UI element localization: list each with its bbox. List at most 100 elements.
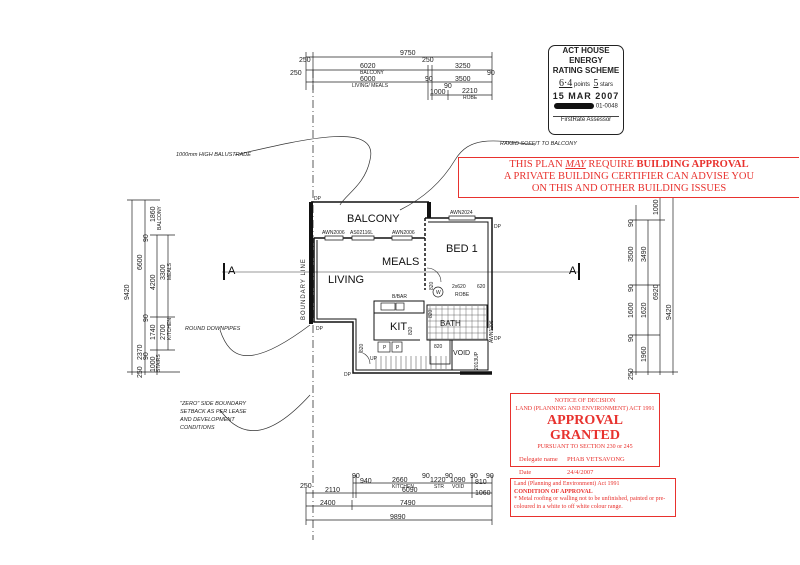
sink-icon — [380, 302, 396, 311]
room-bath: BATH — [440, 319, 461, 328]
label-robe: ROBE — [455, 292, 470, 298]
dim-right-3500: 3500 — [628, 246, 635, 262]
dim-left-1740: 1740 — [150, 324, 157, 340]
dim-bot-void: VOID — [452, 484, 465, 490]
dim-bot-90a: 90 — [352, 473, 360, 480]
notice-line-2: A PRIVATE BUILDING CERTIFIER CAN ADVISE … — [503, 171, 755, 182]
dim-top-250b: 250 — [422, 57, 434, 64]
dp-3: DP — [316, 326, 324, 332]
label-robe-dim2: 620 — [477, 284, 486, 290]
dim-left-90c: 90 — [143, 352, 150, 360]
door-820-a: 820 — [429, 281, 435, 290]
stamp-points-value: 6·4 — [558, 78, 573, 89]
dim-top-overall: 9750 — [400, 50, 416, 57]
label-robe-dim1: 2x620 — [452, 284, 466, 290]
cooktop-icon — [395, 302, 405, 311]
dim-left-2370: 2370 — [137, 344, 144, 360]
dim-bot-7490: 7490 — [400, 500, 416, 507]
dim-left-1860: 1860 — [150, 206, 157, 222]
window-as02116l: AS02116L — [350, 230, 373, 236]
dim-top-2210: 2210 — [462, 88, 478, 95]
door-820-e: 820 — [434, 344, 443, 350]
door-swing-entry — [357, 351, 371, 365]
decision-act: LAND (PLANNING AND ENVIRONMENT) ACT 1991 — [515, 406, 655, 412]
dim-bot-2110: 2110 — [325, 487, 340, 494]
dim-top-balcony: BALCONY — [360, 70, 385, 76]
dim-right-90a: 90 — [628, 219, 635, 227]
notice-mid: REQUIRE — [585, 159, 637, 170]
pantry-2 — [391, 341, 403, 353]
leader-lines — [219, 136, 536, 431]
dim-left-2700: 2700 — [160, 324, 167, 340]
stamp-ref: 01-0048 — [595, 103, 618, 110]
dim-right-3490: 3490 — [641, 246, 648, 262]
stamp-date: 15 MAR 2007 — [552, 91, 620, 101]
dim-top-90a: 90 — [487, 70, 495, 77]
window-awn1206: AWN1206 — [489, 320, 495, 343]
dim-top-6020: 6020 — [360, 63, 376, 70]
dim-bot-1090: 1090 — [450, 477, 466, 484]
condition-title: CONDITION OF APPROVAL — [514, 488, 593, 495]
stamp-points-label: points — [573, 82, 590, 88]
bottom-dimensions — [305, 475, 493, 525]
dim-left-overall: 9420 — [124, 284, 131, 300]
delegate-label: Delegate name — [519, 456, 558, 463]
notice-line-3: ON THIS AND OTHER BUILDING ISSUES — [531, 183, 727, 194]
dim-left-balcony: BALCONY — [157, 205, 163, 230]
stamp-assessor: FirstRate Assessor — [553, 115, 619, 123]
dim-top-90c: 90 — [444, 83, 452, 90]
stamp-stars-value: 5 — [593, 78, 599, 89]
notice-bold: BUILDING APPROVAL — [636, 159, 749, 170]
dim-bot-810: 810 — [475, 479, 487, 486]
dim-bot-6090: 6090 — [402, 487, 418, 494]
dim-left-3300: 3300 — [160, 264, 167, 280]
dim-bot-stair: STR — [434, 484, 444, 490]
date-label: Date — [519, 469, 532, 476]
room-kit: KIT — [390, 321, 407, 333]
dim-right-6920: 6920 — [653, 284, 660, 300]
dim-left-250: 250 — [137, 366, 144, 378]
stamp-title-1: ACT HOUSE ENERGY — [562, 46, 610, 65]
label-up: UP — [370, 356, 378, 362]
pantry-1 — [377, 341, 391, 353]
dim-bot-90d: 90 — [470, 473, 478, 480]
energy-rating-stamp: ACT HOUSE ENERGY RATING SCHEME 6·4 point… — [548, 45, 624, 135]
room-meals: MEALS — [382, 256, 419, 268]
dim-left-6600: 6600 — [137, 254, 144, 270]
dim-right-1600: 1600 — [628, 302, 635, 318]
decision-heading: NOTICE OF DECISION — [554, 398, 616, 404]
dim-top-3500: 3500 — [455, 76, 471, 83]
stamp-rating-row: 6·4 points 5 stars — [549, 78, 623, 89]
dp-4: DP — [494, 336, 502, 342]
dim-right-1960: 1960 — [641, 346, 648, 362]
note-zero-setback-1: "ZERO" SIDE BOUNDARY — [180, 401, 246, 407]
door-820-c: 820 — [408, 326, 414, 335]
note-zero-setback-3: AND DEVELOPMENT — [179, 417, 235, 423]
dim-top-90b: 90 — [425, 76, 433, 83]
dim-top-3250: 3250 — [455, 63, 471, 70]
approval-granted-stamp: NOTICE OF DECISION LAND (PLANNING AND EN… — [510, 393, 660, 476]
dim-left-kitchen: KITCHEN — [167, 318, 173, 340]
date-row: Date 24/4/2007 — [511, 469, 659, 477]
door-820-d: 820 — [359, 343, 365, 352]
w-marker: W — [436, 290, 441, 296]
dim-bot-overall: 9890 — [390, 514, 406, 521]
stamp-ref-row: 01-0048 — [549, 103, 623, 110]
date-value: 24/4/2007 — [567, 469, 594, 476]
dim-right-1620: 1620 — [641, 302, 648, 318]
dim-bot-250: 250 — [300, 483, 312, 490]
room-bed1: BED 1 — [446, 243, 478, 255]
windows — [324, 215, 476, 241]
room-living: LIVING — [328, 274, 364, 286]
notice-may: MAY — [565, 159, 586, 170]
note-balustrade: 1000mm HIGH BALUSTRADE — [176, 152, 251, 158]
stamp-stars-label: stars — [600, 82, 614, 88]
dim-bot-1220: 1220 — [430, 477, 446, 484]
dim-bot-1060: 1060 — [475, 490, 491, 497]
door-swing-bed — [426, 267, 442, 283]
dim-right-90b: 90 — [628, 284, 635, 292]
dim-left-stairs: STAIRS — [156, 354, 162, 372]
window-2013up: 2013UP — [474, 351, 480, 370]
dim-top-250c: 250 — [290, 70, 302, 77]
